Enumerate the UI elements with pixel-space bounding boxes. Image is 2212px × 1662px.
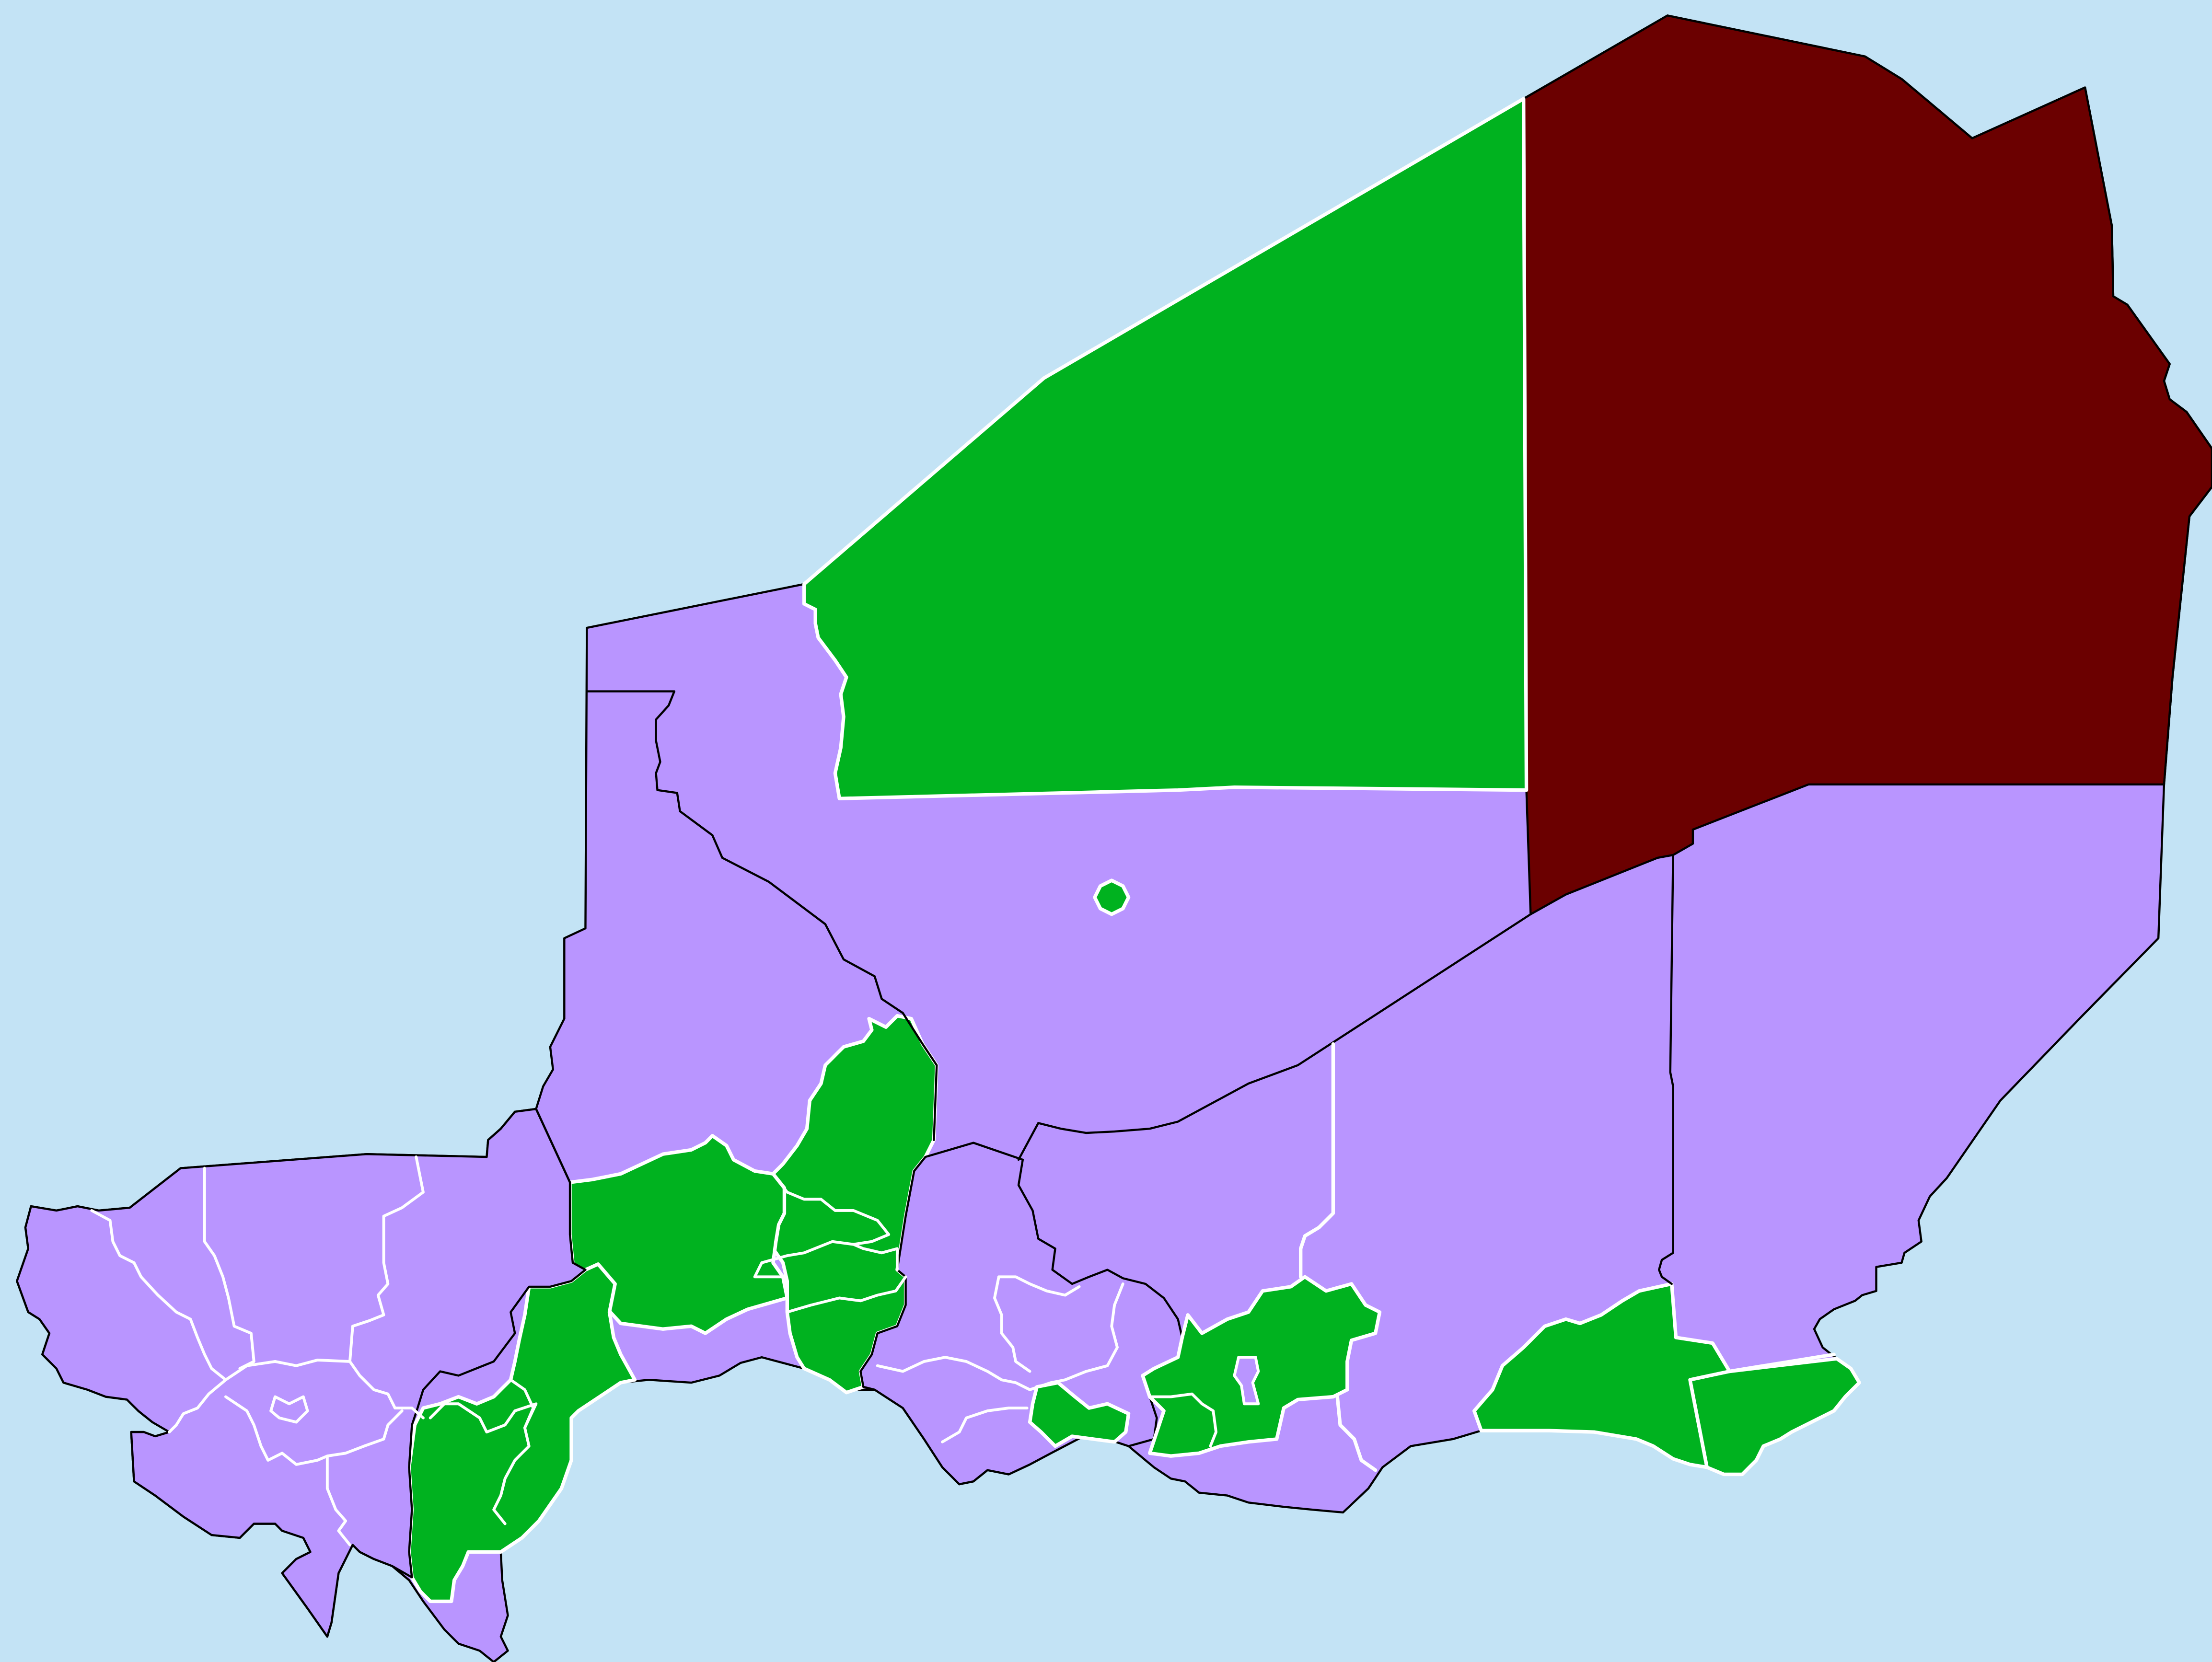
border-sw-6: [325, 1409, 404, 1458]
region-north-central: [802, 97, 1529, 800]
border-sw-enclave: [269, 1395, 309, 1424]
border-west-lower: [535, 1108, 571, 1184]
region-south-central-pocket: [1028, 1381, 1131, 1448]
region-west-band: [568, 1134, 789, 1335]
border-east-far-east: [1658, 854, 1674, 1285]
region-southwest-block: [16, 1108, 587, 1638]
border-sw-2: [348, 1155, 425, 1363]
border-far-east-south: [1727, 1352, 1836, 1373]
border-sc-4: [941, 1407, 1029, 1443]
border-sc-3: [997, 1275, 1081, 1297]
region-far-northeast: [1522, 14, 2212, 915]
region-central-southern-strip: [760, 1014, 938, 1395]
region-lake-area: [1688, 1357, 1861, 1477]
border-sw-3: [90, 1209, 425, 1420]
border-sw-5: [224, 1395, 351, 1547]
region-zinder-inner-pocket: [1233, 1356, 1260, 1406]
border-strip-2: [786, 1275, 907, 1314]
border-sc-1: [876, 1282, 1124, 1391]
border-central-east: [1017, 913, 1532, 1161]
border-zinder-inner: [1148, 1392, 1218, 1448]
region-zinder-area: [1141, 1275, 1382, 1458]
border-strip-3: [852, 1243, 899, 1271]
region-small-enclave: [1093, 878, 1131, 916]
region-south-central-block: [859, 1142, 1183, 1486]
border-east-dept: [1298, 1042, 1335, 1279]
region-southwest-belt: [407, 1262, 637, 1604]
border-east-lower: [1335, 1395, 1378, 1472]
border-green-belt-2: [509, 1378, 535, 1430]
border-strip-1: [753, 1172, 891, 1279]
border-green-belt: [429, 1402, 538, 1525]
border-sw-4: [168, 1378, 227, 1434]
border-west-central: [586, 690, 938, 1141]
border-sc-2: [993, 1275, 1031, 1373]
region-southeast-block: [1472, 1282, 1732, 1469]
border-sw-1: [203, 1166, 255, 1370]
